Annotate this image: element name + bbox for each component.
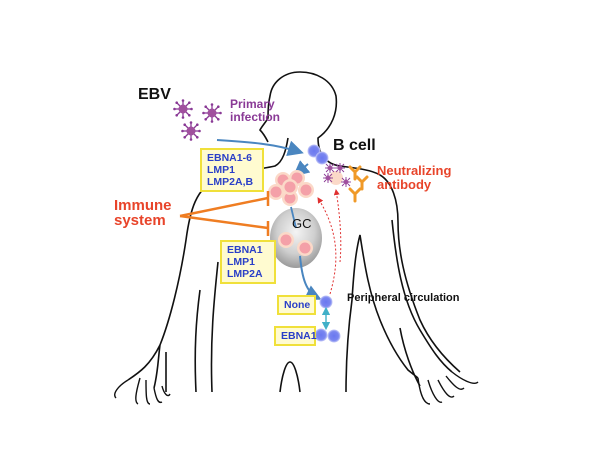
gene-label: LMP2A,B — [207, 176, 254, 188]
infected-cell-cluster — [268, 170, 314, 206]
neutralizing-line1: Neutralizing — [377, 163, 452, 178]
gc-cell-icon — [278, 232, 294, 248]
latency-0-genes-box: None — [277, 295, 316, 315]
peripheral-circulation-label: Peripheral circulation — [347, 292, 460, 304]
neutralizing-antibody-label: Neutralizing antibody — [377, 164, 451, 192]
neutralizing-line2: antibody — [377, 177, 432, 192]
immune-system-label: Immune system — [114, 198, 172, 228]
b-cell-label: B cell — [333, 137, 376, 154]
gc-label: GC — [292, 216, 312, 231]
immune-line2: system — [114, 212, 166, 229]
ebv-label: EBV — [138, 86, 171, 103]
antibody-icon — [355, 175, 369, 191]
b-cell-icon — [315, 151, 329, 165]
memory-b-cell-icon — [327, 329, 341, 343]
gene-label: LMP2A — [227, 268, 263, 280]
gene-label: EBNA1 — [227, 244, 263, 256]
latency-ii-genes-box: EBNA1 LMP1 LMP2A — [220, 240, 276, 284]
ebv-virus-icon — [180, 120, 202, 142]
primary-infection-arrow — [216, 139, 304, 156]
gene-label: EBNA1-6 — [207, 152, 252, 164]
primary-infection-label: Primary infection — [230, 98, 280, 124]
memory-b-cell-icon — [319, 295, 333, 309]
immune-line1: Immune — [114, 197, 172, 214]
immune-inhibition-lines — [179, 191, 270, 236]
latency-i-genes-box: EBNA1 — [274, 326, 317, 346]
ebv-virus-icon — [201, 102, 223, 124]
gc-cell-icon — [297, 240, 313, 256]
primary-infection-line1: Primary — [230, 97, 275, 111]
gene-label: LMP1 — [207, 164, 236, 176]
reactivation-dotted-arrow — [317, 197, 337, 295]
to-gc-arrow — [290, 206, 297, 229]
memory-b-cell-icon — [314, 328, 328, 342]
primary-infection-line2: infection — [230, 110, 280, 124]
reactivation-dotted-arrow — [333, 189, 342, 263]
gene-label: LMP1 — [227, 256, 256, 268]
latency-iii-genes-box: EBNA1-6 LMP1 LMP2A,B — [200, 148, 264, 192]
gene-label: EBNA1 — [281, 330, 317, 342]
ebv-virus-icon — [172, 98, 194, 120]
gene-label: None — [284, 299, 311, 311]
antibody-icon — [348, 187, 362, 203]
neutralized-virus-cluster — [322, 162, 352, 188]
